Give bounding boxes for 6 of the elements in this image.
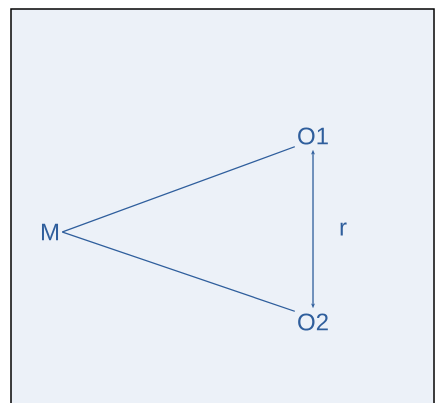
connector-line (62, 231, 295, 312)
node-label: O1 (298, 128, 328, 144)
node-label: O2 (298, 314, 328, 330)
node-label: M (42, 224, 58, 240)
edge-label: r (340, 222, 347, 236)
connector-line (62, 146, 296, 233)
